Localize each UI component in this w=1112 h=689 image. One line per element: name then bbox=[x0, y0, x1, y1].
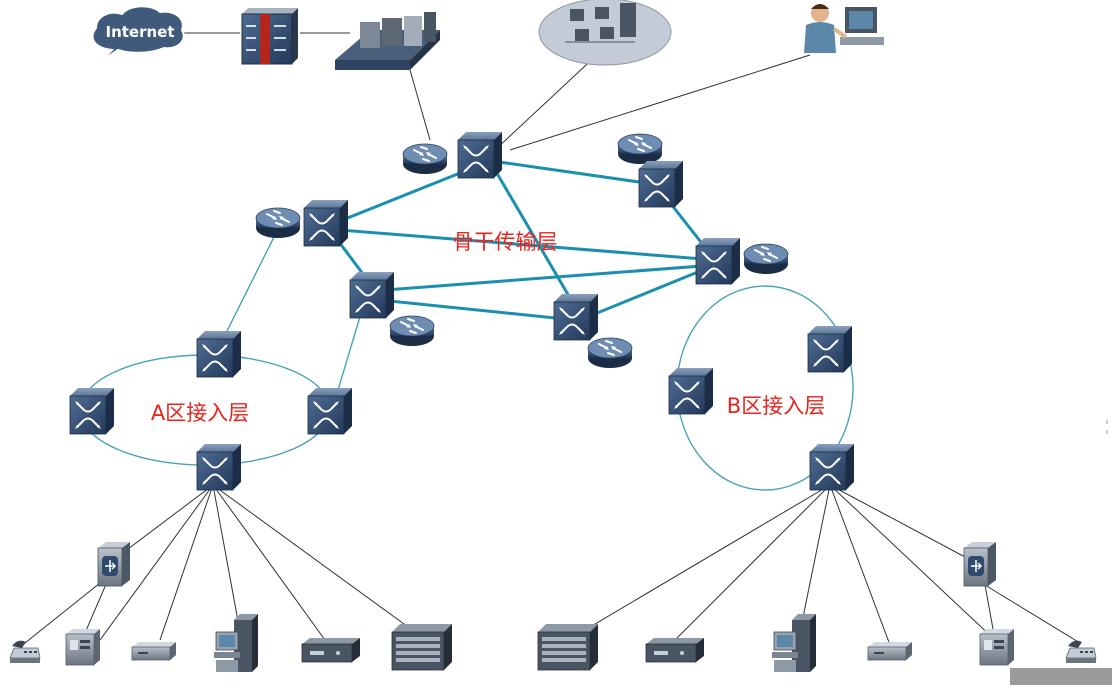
top-links bbox=[175, 32, 811, 151]
access-switch-icon bbox=[196, 330, 242, 378]
backbone-layer-label: 骨干传输层 bbox=[453, 230, 558, 254]
phone-icon bbox=[9, 640, 41, 664]
router-icon bbox=[402, 143, 448, 175]
access-point-icon bbox=[97, 541, 131, 587]
backbone-switch-icon bbox=[457, 131, 503, 179]
backbone-switch-icon bbox=[303, 199, 349, 247]
access-switch-icon bbox=[69, 387, 115, 435]
access-switch-icon bbox=[196, 443, 242, 491]
internet-cloud-icon: Internet bbox=[91, 5, 185, 63]
server-icon bbox=[391, 623, 453, 671]
media-box-icon bbox=[65, 628, 101, 666]
access-switch-icon bbox=[807, 325, 853, 373]
router-icon bbox=[587, 337, 633, 369]
fanout-links-b bbox=[567, 484, 1081, 646]
pc-icon bbox=[213, 613, 259, 673]
access-point-icon bbox=[963, 541, 997, 587]
server-farm-icon bbox=[335, 12, 440, 70]
phone-icon bbox=[1065, 640, 1097, 664]
backbone-switch-icon bbox=[695, 237, 741, 285]
backbone-switch-icon bbox=[638, 160, 684, 208]
router-icon bbox=[743, 243, 789, 275]
zone-a-label: A区接入层 bbox=[151, 401, 249, 425]
operator-workstation-icon bbox=[804, 4, 884, 53]
router-icon bbox=[389, 315, 435, 347]
router-icon bbox=[617, 133, 663, 165]
media-box-icon bbox=[979, 628, 1015, 666]
pc-icon bbox=[771, 613, 817, 673]
backbone-switch-icon bbox=[553, 293, 599, 341]
access-switch-icon bbox=[307, 387, 353, 435]
server-icon bbox=[537, 623, 599, 671]
internet-label: Internet bbox=[105, 23, 174, 41]
modem-icon bbox=[131, 641, 177, 661]
lan-group-icon bbox=[538, 0, 672, 66]
set-top-box-icon bbox=[301, 637, 361, 663]
backbone-switch-icon bbox=[349, 271, 395, 319]
uplink-links bbox=[219, 234, 366, 401]
corner-bar bbox=[1010, 668, 1112, 685]
fanout-links-a bbox=[24, 484, 416, 644]
access-switch-icon bbox=[668, 367, 714, 415]
set-top-box-icon bbox=[645, 637, 705, 663]
zone-b-label: B区接入层 bbox=[727, 394, 825, 418]
router-icon bbox=[255, 207, 301, 239]
access-switch-icon bbox=[809, 443, 855, 491]
modem-icon bbox=[867, 641, 913, 661]
firewall-icon bbox=[241, 8, 298, 65]
